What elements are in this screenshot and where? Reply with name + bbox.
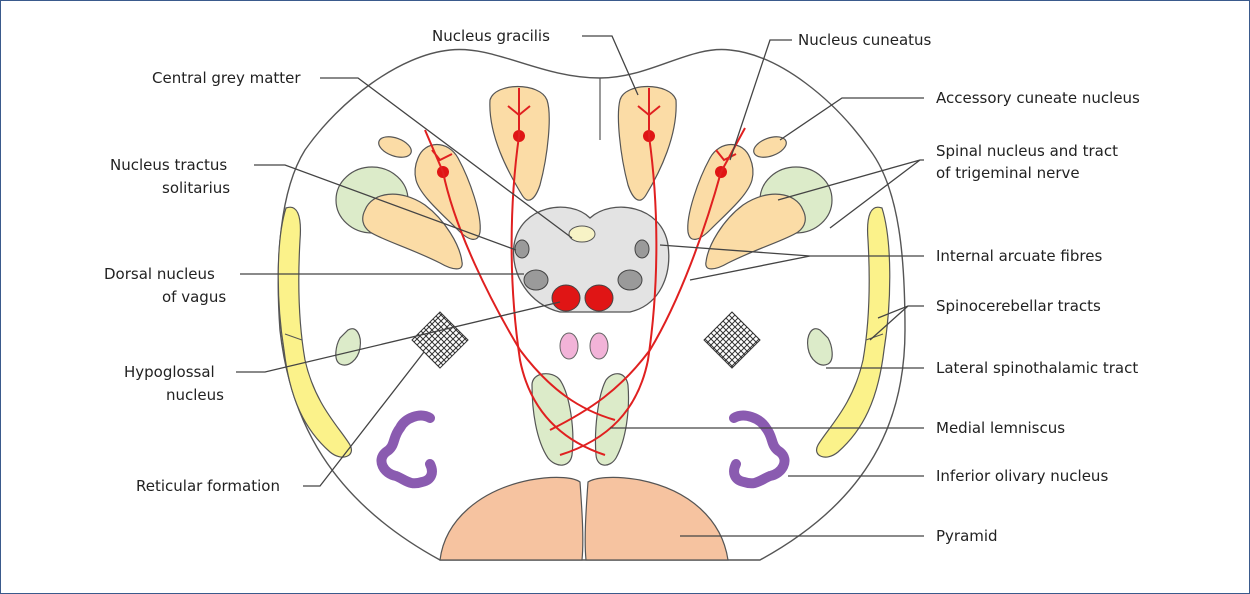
- label-medial-lemniscus: Medial lemniscus: [936, 419, 1065, 437]
- pink-nucleus-left: [560, 333, 578, 359]
- nucleus-tractus-solitarius-left: [515, 240, 529, 258]
- nucleus-tractus-solitarius-right: [635, 240, 649, 258]
- dorsal-vagus-right: [618, 270, 642, 290]
- central-canal: [569, 226, 595, 242]
- label-spinal-trigeminal-line1: Spinal nucleus and tract: [936, 142, 1118, 160]
- pink-nucleus-right: [590, 333, 608, 359]
- label-accessory-cuneate-nucleus: Accessory cuneate nucleus: [936, 89, 1140, 107]
- label-lateral-spinothalamic-tract: Lateral spinothalamic tract: [936, 359, 1138, 377]
- label-nts-line2: solitarius: [162, 179, 230, 197]
- label-spinal-trigeminal-line2: of trigeminal nerve: [936, 164, 1080, 182]
- label-nucleus-cuneatus: Nucleus cuneatus: [798, 31, 932, 49]
- label-internal-arcuate-fibres: Internal arcuate fibres: [936, 247, 1102, 265]
- label-spinocerebellar-tracts: Spinocerebellar tracts: [936, 297, 1101, 315]
- dorsal-vagus-left: [524, 270, 548, 290]
- label-dorsal-vagus-line1: Dorsal nucleus: [104, 265, 215, 283]
- label-nts-line1: Nucleus tractus: [110, 156, 227, 174]
- label-hypoglossal-line2: nucleus: [166, 386, 224, 404]
- hypoglossal-nucleus-left: [552, 285, 580, 311]
- label-hypoglossal-line1: Hypoglossal: [124, 363, 215, 381]
- label-reticular-formation: Reticular formation: [136, 477, 280, 495]
- label-central-grey-matter: Central grey matter: [152, 69, 301, 87]
- hypoglossal-nucleus-right: [585, 285, 613, 311]
- label-dorsal-vagus-line2: of vagus: [162, 288, 226, 306]
- label-nucleus-gracilis: Nucleus gracilis: [432, 27, 550, 45]
- label-pyramid: Pyramid: [936, 527, 998, 545]
- label-inferior-olivary-nucleus: Inferior olivary nucleus: [936, 467, 1108, 485]
